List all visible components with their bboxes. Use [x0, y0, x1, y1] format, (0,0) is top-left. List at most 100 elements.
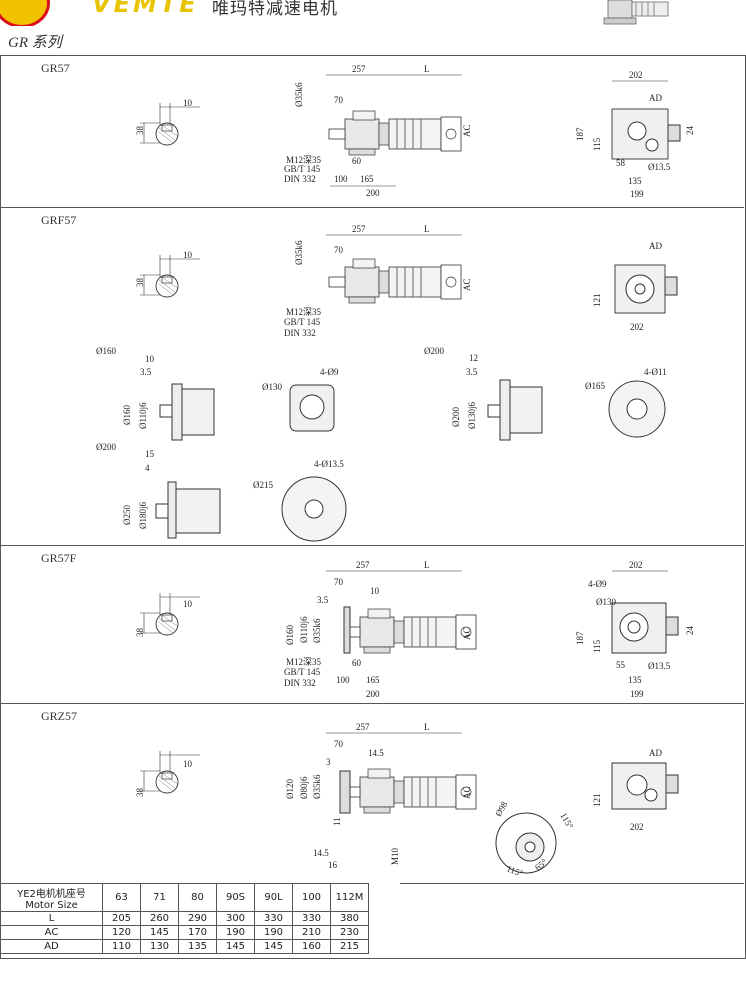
dim-3-5: 3.5 — [317, 595, 329, 605]
dim-shaft-len: 10 — [183, 98, 193, 108]
size-cell: 71 — [140, 883, 179, 912]
dim-202: 202 — [630, 822, 644, 832]
dim-L: L — [424, 560, 430, 570]
dim-f130j: Ø130j6 — [467, 402, 477, 430]
dim-AC: AC — [462, 627, 472, 640]
section-grz57: GRZ57 10 38 257 L 70 14.5 3 Ø120 Ø80j6 Ø… — [0, 703, 744, 883]
gr57-drawing: 10 38 257 L 70 Ø35k6 AC M12深35 GB/T 145 … — [135, 64, 695, 199]
flange-160-title: Ø160 — [96, 346, 116, 356]
brand-logo — [0, 0, 50, 26]
dim-70: 70 — [334, 95, 344, 105]
size-cell: 100 — [292, 883, 331, 912]
dim-257: 257 — [356, 560, 370, 570]
dim-115: 115 — [592, 639, 602, 653]
dim-135: 135 — [628, 675, 642, 685]
dim-shaft-dia: 38 — [135, 628, 145, 638]
dim-70: 70 — [334, 577, 344, 587]
dim-AD: AD — [649, 748, 662, 758]
table-cell: 145 — [140, 925, 179, 940]
table-row: AD 110 130 135 145 145 160 215 — [0, 939, 369, 954]
dim-14-5: 14.5 — [368, 748, 384, 758]
dim-35: Ø35k6 — [312, 618, 322, 643]
dim-13-5: Ø13.5 — [648, 661, 671, 671]
company-name: 唯玛特减速电机 — [212, 0, 338, 18]
table-cell: 300 — [216, 911, 255, 926]
section-gr57: GR57 10 38 257 L 70 Ø35k6 AC M12深35 GB/T… — [0, 55, 744, 208]
dim-AC: AC — [462, 278, 472, 291]
dim-AD: AD — [649, 93, 662, 103]
dim-f200: Ø200 — [451, 407, 461, 427]
dim-h4-13: 4-Ø13.5 — [314, 459, 344, 469]
dim-135: 135 — [628, 176, 642, 186]
dim-din: DIN 332 — [284, 678, 316, 688]
dim-m12: M12深35 — [286, 307, 322, 317]
dim-h4-9: 4-Ø9 — [588, 579, 607, 589]
header-line-2: Motor Size — [25, 899, 78, 911]
dim-z14-5: 14.5 — [313, 848, 329, 858]
dim-35: Ø35k6 — [312, 774, 322, 799]
dim-zM10: M10 — [390, 847, 400, 865]
dim-121: 121 — [592, 794, 602, 808]
dim-58: 58 — [616, 158, 626, 168]
size-cell: 63 — [102, 883, 141, 912]
table-row: AC 120 145 170 190 190 210 230 — [0, 925, 369, 940]
dim-shaft-len: 10 — [183, 250, 193, 260]
dim-shaft-dia: 38 — [135, 126, 145, 136]
table-cell: 190 — [216, 925, 255, 940]
table-cell: 145 — [216, 939, 255, 954]
dim-gbt: GB/T 145 — [284, 164, 321, 174]
table-cell: 210 — [292, 925, 331, 940]
model-label: GR57F — [41, 551, 77, 565]
side-view — [328, 258, 462, 304]
dim-10: 10 — [370, 586, 380, 596]
dim-L: L — [424, 224, 430, 234]
dim-f110: Ø110j6 — [299, 616, 309, 643]
dim-h4-11: 4-Ø11 — [644, 367, 667, 377]
header-line-1: YE2电机机座号 — [17, 888, 86, 900]
dim-202: 202 — [630, 322, 644, 332]
row-label: L — [0, 911, 103, 926]
series-title: GR 系列 — [8, 35, 62, 51]
dim-f250: Ø250 — [122, 505, 132, 525]
dim-257: 257 — [356, 722, 370, 732]
dim-din: DIN 332 — [284, 328, 316, 338]
dim-3: 3 — [326, 757, 331, 767]
dim-115: 115 — [592, 137, 602, 151]
dim-AC: AC — [462, 124, 472, 137]
dim-gbt: GB/T 145 — [284, 667, 321, 677]
table-cell: 170 — [178, 925, 217, 940]
table-cell: 110 — [102, 939, 141, 954]
table-cell: 260 — [140, 911, 179, 926]
table-cell: 290 — [178, 911, 217, 926]
dim-f160: Ø160 — [122, 405, 132, 425]
row-label: AC — [0, 925, 103, 940]
table-cell: 230 — [330, 925, 369, 940]
gearmotor-illustration — [603, 0, 669, 25]
dim-70: 70 — [334, 245, 344, 255]
dim-f180: Ø180j6 — [138, 502, 148, 530]
table-cell: 190 — [254, 925, 293, 940]
table-cell: 120 — [102, 925, 141, 940]
dim-202: 202 — [629, 70, 643, 80]
dim-shaft-dia: 38 — [135, 278, 145, 288]
dim-L: L — [424, 722, 430, 732]
dim-shaft-dia: 38 — [135, 788, 145, 798]
side-view — [343, 608, 477, 654]
table-cell: 130 — [140, 939, 179, 954]
dim-shaft-len: 10 — [183, 759, 193, 769]
model-label: GR57 — [41, 61, 70, 75]
dim-13-5: Ø13.5 — [648, 162, 671, 172]
dim-AC: AC — [462, 786, 472, 799]
table-header-cell: YE2电机机座号 Motor Size — [0, 883, 103, 912]
dim-z11: 11 — [332, 817, 342, 826]
dim-257: 257 — [352, 224, 366, 234]
side-view — [343, 768, 477, 814]
dim-L: L — [424, 64, 430, 74]
grf57-drawing: 10 38 257 L 70 Ø35k6 AC M12深35 GB/T 145 … — [96, 224, 678, 542]
gr57f-drawing: 10 38 257 L 70 10 3.5 Ø160 Ø110j6 Ø35k6 … — [135, 560, 695, 699]
flange-200-title: Ø200 — [424, 346, 444, 356]
size-cell: 80 — [178, 883, 217, 912]
table-cell: 160 — [292, 939, 331, 954]
dim-din: DIN 332 — [284, 174, 316, 184]
dim-shaft-len: 10 — [183, 599, 193, 609]
